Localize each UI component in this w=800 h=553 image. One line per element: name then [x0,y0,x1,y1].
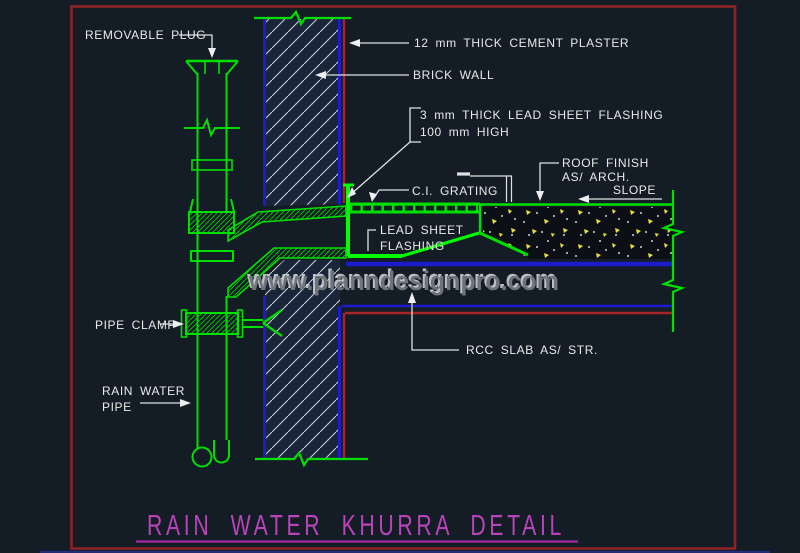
slab-break-line [660,190,686,332]
pipe-bottom-bend [191,446,213,468]
label-rcc-slab: RCC SLAB AS/ STR. [466,343,598,357]
label-ci-grating: C.I. GRATING [412,184,498,198]
label-removable-plug: REMOVABLE PLUG [85,28,206,42]
pipe-coupling [188,211,235,234]
label-brick-wall: BRICK WALL [413,68,494,82]
roof-finish-texture [483,207,673,259]
label-rain-water-2: PIPE [102,400,132,414]
drawing-title-block: RAIN WATER KHURRA DETAIL [136,510,578,543]
wall-top-break-line [254,9,351,27]
label-flashing-note-2: 100 mm HIGH [420,125,509,139]
watermark: www.planndesignpro.com www.planndesignpr… [246,264,559,296]
drawing-title: RAIN WATER KHURRA DETAIL [147,510,565,542]
label-lead-sheet-2: FLASHING [380,239,445,253]
ci-grating-bars [350,204,478,212]
khurra-drain-passage [188,198,347,300]
drain-top-wall [227,205,347,243]
wall-bottom-break-line [255,450,368,468]
funnel-collar [190,250,234,262]
label-rain-water-1: RAIN WATER [102,384,185,398]
flashing-under-roof-finish [479,231,529,257]
grating-edge-callout [457,172,513,202]
brick-wall [254,9,368,468]
pipe-clamp-drawing [180,309,283,338]
svg-text:www.planndesignpro.com: www.planndesignpro.com [246,264,557,294]
label-roof-finish-2: AS/ ARCH. [562,170,630,184]
pipe-break-symbol [184,117,240,138]
label-lead-sheet-1: LEAD SHEET [380,223,464,237]
label-slope: SLOPE [613,183,656,197]
rain-water-pipe-drawing [184,59,240,468]
label-cement-plaster: 12 mm THICK CEMENT PLASTER [414,36,629,50]
roof-slab [341,190,686,332]
pipe-socket-joint [191,159,233,171]
annotations: REMOVABLE PLUG 12 mm THICK CEMENT PLASTE… [85,28,663,414]
drain-bottom-wall [227,247,347,298]
label-flashing-note-1: 3 mm THICK LEAD SHEET FLASHING [420,108,663,122]
page-border [70,5,737,550]
label-pipe-clamp: PIPE CLAMP [95,318,176,332]
label-roof-finish-1: ROOF FINISH [562,156,649,170]
clamp-anchor-fork [262,309,283,324]
svg-text:www.planndesignpro.com: www.planndesignpro.com [248,266,559,296]
